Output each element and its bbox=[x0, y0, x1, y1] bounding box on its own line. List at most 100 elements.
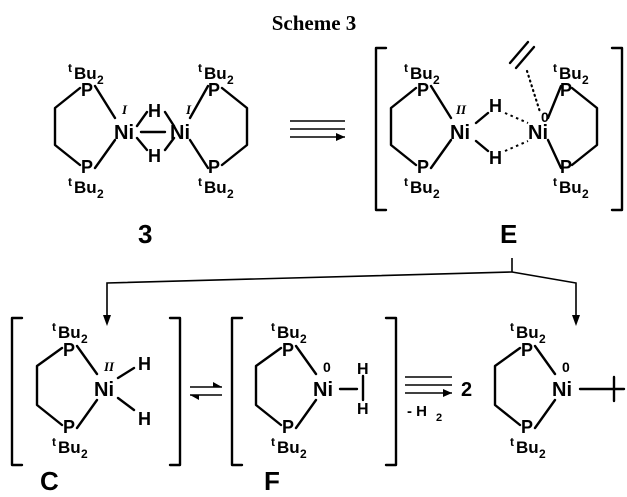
tbu-subscript: 2 bbox=[81, 447, 88, 461]
phosphorus-atom: P bbox=[560, 157, 572, 177]
tbu-label: Bu bbox=[559, 64, 582, 83]
phosphorus-atom: P bbox=[208, 157, 220, 177]
nickel-atom: Ni bbox=[170, 122, 190, 144]
nickel-atom: Ni bbox=[552, 379, 572, 401]
phosphorus-atom: P bbox=[521, 340, 533, 360]
tbu-superscript: t bbox=[553, 61, 557, 75]
tbu-superscript: t bbox=[271, 435, 275, 449]
tbu-label: Bu bbox=[277, 438, 300, 457]
hydride-atom: H bbox=[138, 409, 151, 429]
tbu-label: Bu bbox=[516, 323, 539, 342]
ethylene-ligand bbox=[508, 40, 536, 70]
phosphorus-atom: P bbox=[81, 80, 93, 100]
tbu-label: Bu bbox=[58, 323, 81, 342]
hydride-atom: H bbox=[357, 361, 369, 378]
bond-p-ni-product bbox=[533, 344, 557, 430]
tbu-superscript: t bbox=[553, 175, 557, 189]
bond-p-ni-left-e bbox=[429, 84, 453, 170]
tbu-superscript: t bbox=[271, 320, 275, 334]
oxidation-state-label: 0 bbox=[541, 109, 549, 125]
compound-3: t Bu 2 P P t Bu 2 I Ni H H I Ni t Bu 2 P… bbox=[53, 61, 249, 249]
bond-ni-h-e bbox=[474, 111, 490, 153]
tbu-superscript: t bbox=[68, 61, 72, 75]
scheme-title: Scheme 3 bbox=[272, 11, 357, 35]
tbu-subscript: 2 bbox=[227, 73, 234, 87]
hydride-atom: H bbox=[148, 101, 161, 121]
branch-arrows bbox=[103, 258, 580, 326]
compound-c: t Bu 2 P P t Bu 2 II Ni H H C bbox=[10, 316, 182, 496]
bond-ring-right-3 bbox=[220, 86, 249, 167]
tbu-superscript: t bbox=[510, 320, 514, 334]
tbu-label: Bu bbox=[516, 438, 539, 457]
compound-e: t Bu 2 P P t Bu 2 II Ni H H 0 Ni t Bu 2 … bbox=[374, 40, 624, 249]
tbu-superscript: t bbox=[198, 175, 202, 189]
tbu-subscript: 2 bbox=[97, 187, 104, 201]
phosphorus-atom: P bbox=[521, 417, 533, 437]
hydride-atom: H bbox=[138, 354, 151, 374]
tbu-label: Bu bbox=[410, 178, 433, 197]
bond-p-ni-f bbox=[294, 344, 318, 430]
bracket-right-f bbox=[384, 316, 398, 467]
ethylene-ni-interaction bbox=[525, 69, 542, 114]
tbu-label: Bu bbox=[58, 438, 81, 457]
hydride-atom: H bbox=[489, 96, 502, 116]
tbu-subscript: 2 bbox=[539, 332, 546, 346]
phosphorus-atom: P bbox=[417, 80, 429, 100]
oxidation-state-label: II bbox=[103, 359, 115, 374]
tbu-subscript: 2 bbox=[582, 187, 589, 201]
tbu-label: Bu bbox=[74, 178, 97, 197]
bond-ring-right-e bbox=[570, 86, 599, 167]
tbu-superscript: t bbox=[198, 61, 202, 75]
bracket-right-c bbox=[168, 316, 182, 467]
tbu-label: Bu bbox=[204, 178, 227, 197]
hydride-atom: H bbox=[148, 146, 161, 166]
agostic-interaction-e bbox=[504, 112, 529, 152]
stoichiometric-coefficient: 2 bbox=[461, 379, 472, 401]
tbu-subscript: 2 bbox=[300, 332, 307, 346]
bracket-right-e bbox=[610, 46, 624, 212]
oxidation-state-label: II bbox=[455, 102, 467, 117]
bond-ni-h-c bbox=[116, 366, 136, 412]
nickel-atom: Ni bbox=[528, 122, 548, 144]
nickel-atom: Ni bbox=[94, 379, 114, 401]
bond-ring-f bbox=[254, 346, 283, 427]
tbu-subscript: 2 bbox=[300, 447, 307, 461]
phosphorus-atom: P bbox=[417, 157, 429, 177]
tbu-subscript: 2 bbox=[582, 73, 589, 87]
tbu-subscript: 2 bbox=[227, 187, 234, 201]
compound-label-3: 3 bbox=[138, 219, 152, 249]
bond-h-bridge-3 bbox=[135, 110, 176, 152]
byproduct-label: - H bbox=[407, 403, 427, 420]
bond-p-ni-left-3 bbox=[93, 84, 117, 170]
nickel-atom: Ni bbox=[450, 122, 470, 144]
tbu-label: Bu bbox=[410, 64, 433, 83]
oxidation-state-label: I bbox=[185, 102, 192, 117]
tbu-superscript: t bbox=[404, 61, 408, 75]
bond-ni-h2-f bbox=[338, 374, 365, 402]
bond-ring-product bbox=[493, 346, 522, 427]
phosphorus-atom: P bbox=[208, 80, 220, 100]
phosphorus-atom: P bbox=[282, 340, 294, 360]
equivalence-arrow-top bbox=[290, 120, 345, 141]
bond-p-ni-right-e bbox=[546, 84, 563, 170]
hydride-atom: H bbox=[489, 148, 502, 168]
tbu-subscript: 2 bbox=[81, 332, 88, 346]
tbu-label: Bu bbox=[204, 64, 227, 83]
bond-p-ni-c bbox=[75, 344, 99, 430]
tbu-subscript: 2 bbox=[97, 73, 104, 87]
phosphorus-atom: P bbox=[63, 340, 75, 360]
bracket-left-e bbox=[374, 46, 388, 212]
compound-label-f: F bbox=[264, 466, 280, 496]
bond-p-ni-right-3 bbox=[188, 84, 210, 170]
nickel-atom: Ni bbox=[313, 379, 333, 401]
bond-ring-left-e bbox=[389, 86, 418, 167]
tbu-subscript: 2 bbox=[539, 447, 546, 461]
tbu-superscript: t bbox=[404, 175, 408, 189]
tbu-label: Bu bbox=[277, 323, 300, 342]
tbu-superscript: t bbox=[68, 175, 72, 189]
oxidation-state-label: 0 bbox=[323, 359, 331, 375]
tbu-subscript: 2 bbox=[433, 73, 440, 87]
phosphorus-atom: P bbox=[560, 80, 572, 100]
phosphorus-atom: P bbox=[63, 417, 75, 437]
